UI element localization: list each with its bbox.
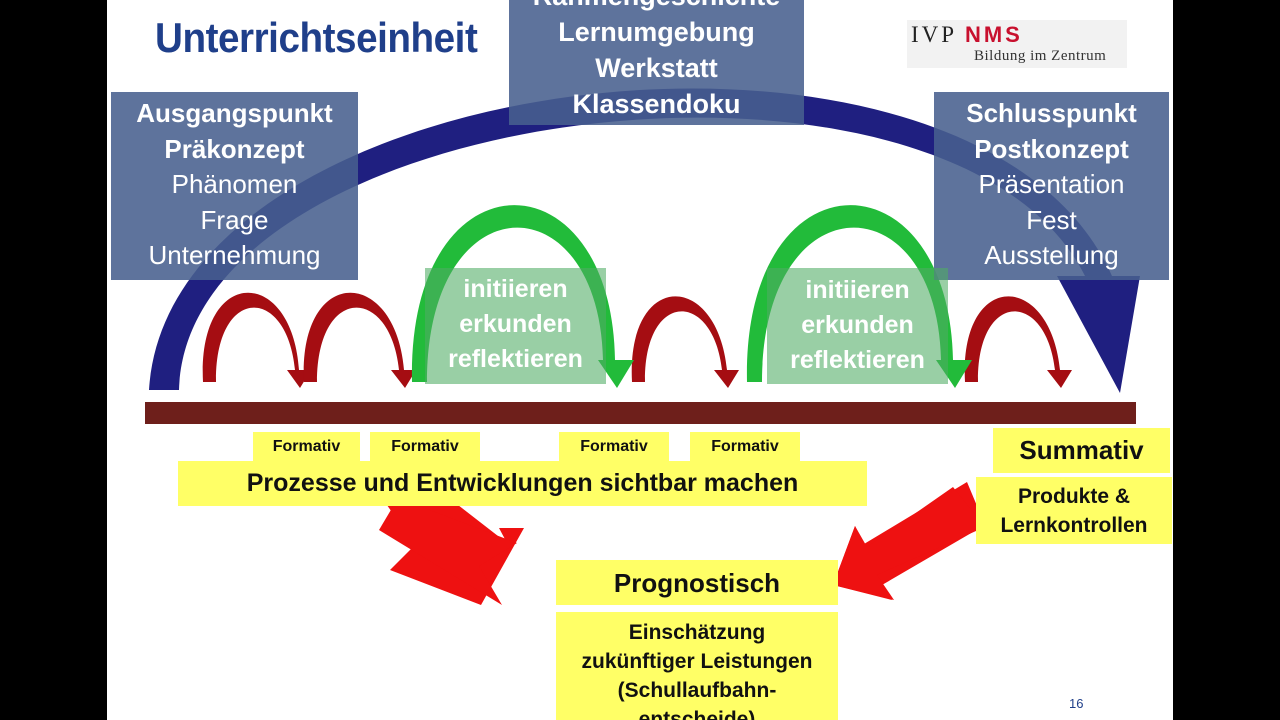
end-line: Präsentation bbox=[978, 169, 1125, 199]
prozesse-label: Prozesse und Entwicklungen sichtbar mach… bbox=[178, 461, 867, 506]
red-arc-arrow bbox=[964, 296, 1072, 388]
end-box: Schlusspunkt Postkonzept Präsentation Fe… bbox=[934, 92, 1169, 280]
summativ-detail: Produkte & Lernkontrollen bbox=[976, 477, 1172, 544]
phase-line: erkunden bbox=[801, 311, 914, 339]
rahmen-line: Rahmengeschichte bbox=[509, 0, 804, 14]
summativ-label: Summativ bbox=[993, 428, 1170, 473]
formativ-label: Formativ bbox=[370, 432, 480, 462]
phase-line: reflektieren bbox=[448, 345, 583, 373]
phase-line: initiieren bbox=[463, 275, 568, 303]
logo-nms: NMS bbox=[964, 22, 1023, 47]
prognostisch-detail-line: entscheide) bbox=[638, 708, 756, 720]
end-line-bold: Schlusspunkt bbox=[966, 98, 1137, 128]
logo-wordmark: IVP NMS bbox=[911, 22, 1023, 48]
formativ-label: Formativ bbox=[559, 432, 669, 462]
green-arc-arrow bbox=[746, 205, 972, 388]
rahmen-box: Rahmengeschichte Lernumgebung Werkstatt … bbox=[509, 0, 804, 125]
diagram-arrows bbox=[145, 88, 1140, 605]
phase-box: initiieren erkunden reflektieren bbox=[425, 268, 606, 384]
slide: Unterrichtseinheit IVP NMS Bildung im Ze… bbox=[107, 0, 1173, 720]
logo-ivp: IVP bbox=[911, 22, 957, 47]
start-box: Ausgangspunkt Präkonzept Phänomen Frage … bbox=[111, 92, 358, 280]
phase-line: initiieren bbox=[805, 276, 910, 304]
logo-subtitle: Bildung im Zentrum bbox=[974, 48, 1107, 64]
start-line-bold: Präkonzept bbox=[164, 133, 305, 164]
prognostisch-label: Prognostisch bbox=[556, 560, 838, 605]
phase-line: reflektieren bbox=[790, 346, 925, 374]
rahmen-line: Klassendoku bbox=[572, 89, 741, 119]
green-arc-arrow bbox=[411, 205, 634, 388]
page-number: 16 bbox=[1069, 696, 1084, 711]
red-arc-arrow bbox=[631, 296, 739, 388]
red-arrow-right bbox=[833, 487, 985, 600]
slide-title: Unterrichtseinheit bbox=[155, 14, 478, 61]
prognostisch-detail-line: zukünftiger Leistungen bbox=[581, 650, 813, 673]
phase-line: erkunden bbox=[459, 310, 572, 338]
red-arc-arrow bbox=[303, 292, 416, 388]
end-line: Fest bbox=[1026, 204, 1077, 235]
prognostisch-detail-line: (Schullaufbahn- bbox=[617, 679, 777, 702]
ivp-nms-logo: IVP NMS Bildung im Zentrum bbox=[907, 20, 1127, 68]
formativ-label: Formativ bbox=[253, 432, 360, 462]
start-line: Frage bbox=[200, 204, 269, 235]
start-line: Unternehmung bbox=[148, 240, 321, 270]
red-arrow-left bbox=[379, 498, 517, 605]
red-arc-arrow bbox=[202, 292, 311, 388]
summativ-detail-line: Produkte & bbox=[1017, 485, 1130, 508]
end-line: Ausstellung bbox=[984, 240, 1119, 270]
rahmen-line: Werkstatt bbox=[595, 53, 718, 83]
start-line: Phänomen bbox=[171, 169, 298, 199]
timeline-bar bbox=[145, 402, 1136, 424]
rahmen-line: Lernumgebung bbox=[558, 17, 755, 47]
prognostisch-detail: Einschätzung zukünftiger Leistungen (Sch… bbox=[556, 612, 838, 720]
end-line-bold: Postkonzept bbox=[974, 133, 1129, 164]
blue-arc-arrow bbox=[149, 88, 1140, 393]
summativ-detail-line: Lernkontrollen bbox=[1000, 514, 1148, 537]
prognostisch-detail-line: Einschätzung bbox=[628, 621, 766, 644]
start-line-bold: Ausgangspunkt bbox=[136, 98, 333, 128]
formativ-label: Formativ bbox=[690, 432, 800, 462]
phase-box: initiieren erkunden reflektieren bbox=[767, 268, 948, 384]
